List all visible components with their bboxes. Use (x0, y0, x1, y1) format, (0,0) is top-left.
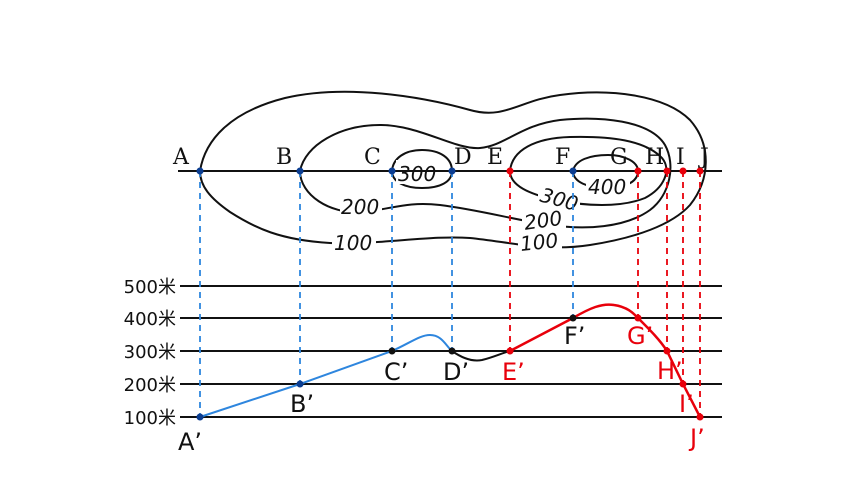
profile-curve-blue (199, 333, 453, 418)
dot-c (388, 167, 396, 175)
point-label-j: J (698, 145, 709, 170)
profile-labels: A’ B’ C’ D’ E’ F’ G’ H’ I’ J’ (178, 322, 705, 456)
point-label-i: I (676, 145, 685, 170)
profile-curve-black (451, 350, 511, 362)
profile-dot-a (196, 413, 204, 421)
section-point-labels: A B C D E F G H I J (172, 145, 709, 170)
contour-label-200-left: 200 (341, 195, 379, 219)
profile-dot-h (663, 347, 671, 355)
dot-a (196, 167, 204, 175)
profile-label-i: I’ (679, 390, 694, 418)
contour-label-200-right: 200 (523, 206, 564, 235)
contour-label-100-left: 100 (334, 231, 372, 255)
contour-label-100-right: 100 (519, 228, 559, 256)
profile-curve-red (509, 303, 702, 418)
point-label-c: C (364, 145, 381, 170)
elevation-label-500: 500米 (124, 277, 176, 298)
point-label-e: E (487, 145, 503, 170)
elevation-label-400: 400米 (124, 309, 176, 330)
contour-200 (298, 117, 672, 229)
point-label-f: F (555, 145, 570, 170)
elevation-label-300: 300米 (124, 342, 176, 363)
profile-label-f: F’ (564, 322, 585, 350)
profile-label-e: E’ (502, 358, 525, 386)
contour-label-300-left: 300 (398, 162, 436, 186)
profile-points (196, 314, 704, 421)
dot-g (634, 167, 642, 175)
blue-projection-lines (199, 171, 574, 417)
red-projection-lines (509, 171, 701, 417)
profile-dot-e (506, 347, 514, 355)
contour-label-400: 400 (588, 175, 626, 199)
profile-dot-f (569, 314, 577, 322)
elevation-label-200: 200米 (124, 375, 176, 396)
dot-i (679, 167, 687, 175)
profile-label-b: B’ (290, 390, 314, 418)
point-label-a: A (172, 145, 190, 170)
point-label-h: H (645, 145, 664, 170)
profile-label-h: H’ (657, 357, 683, 385)
contour-100-outer (198, 90, 707, 249)
profile-dot-j (696, 413, 704, 421)
point-label-g: G (610, 145, 628, 170)
dot-e (506, 167, 514, 175)
section-points (196, 167, 704, 175)
profile-label-j: J’ (688, 424, 705, 452)
profile-label-g: G’ (627, 322, 653, 350)
elevation-labels: 500米 400米 300米 200米 100米 (124, 277, 176, 429)
profile-label-d: D’ (443, 358, 469, 386)
profile-dot-d (448, 347, 456, 355)
contour-labels: 300 200 100 400 300 200 100 (332, 160, 630, 256)
profile-label-a: A’ (178, 428, 202, 456)
dot-d (448, 167, 456, 175)
profile-label-c: C’ (384, 358, 408, 386)
profile-dot-g (634, 314, 642, 322)
profile-dot-b (296, 380, 304, 388)
elevation-label-100: 100米 (124, 408, 176, 429)
dot-j (696, 167, 704, 175)
point-label-d: D (454, 145, 472, 170)
dot-b (296, 167, 304, 175)
profile-dot-i (679, 380, 687, 388)
dot-h (663, 167, 671, 175)
point-label-b: B (276, 145, 292, 170)
profile-dot-c (388, 347, 396, 355)
dot-f (569, 167, 577, 175)
